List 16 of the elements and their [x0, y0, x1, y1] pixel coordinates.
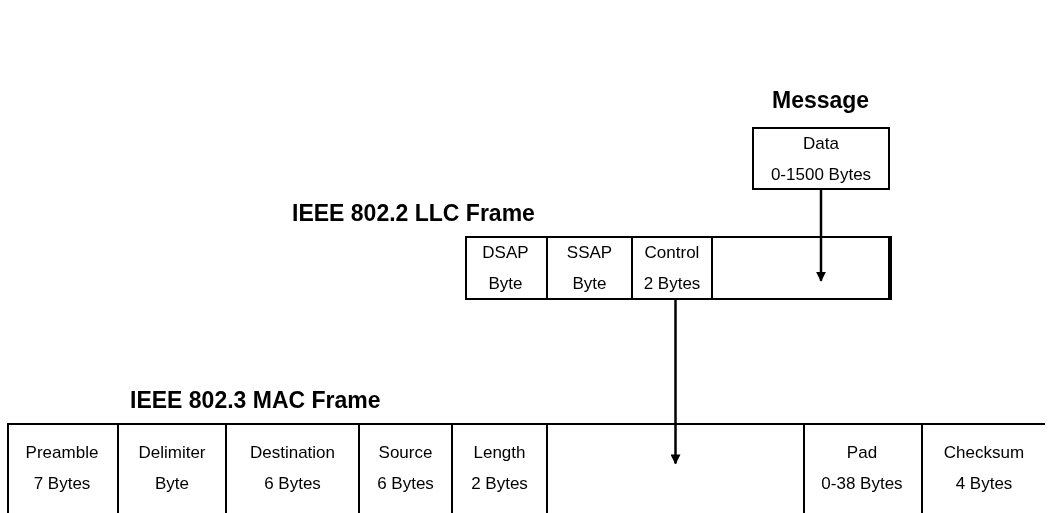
field-text: Data 0-1500 Bytes: [770, 132, 872, 186]
field-text: SSAP Byte: [566, 242, 613, 295]
field-text: Destination 6 Bytes: [249, 442, 336, 495]
field-text: Preamble 7 Bytes: [25, 442, 99, 495]
frame-heading: IEEE 802.3 MAC Frame: [130, 389, 381, 412]
field-text: Pad 0-38 Bytes: [821, 442, 903, 495]
arrow: [670, 300, 681, 465]
frame-heading: IEEE 802.2 LLC Frame: [292, 202, 535, 225]
field-text: Delimiter Byte: [138, 442, 206, 495]
frame-heading: Message: [772, 89, 870, 112]
field-text: DSAP Byte: [482, 242, 529, 295]
arrow: [816, 190, 826, 282]
field-text: Source 6 Bytes: [377, 442, 434, 495]
field-text: Control 2 Bytes: [643, 242, 701, 295]
field-text: Checksum 4 Bytes: [943, 442, 1025, 495]
field-text: Length 2 Bytes: [471, 442, 528, 495]
